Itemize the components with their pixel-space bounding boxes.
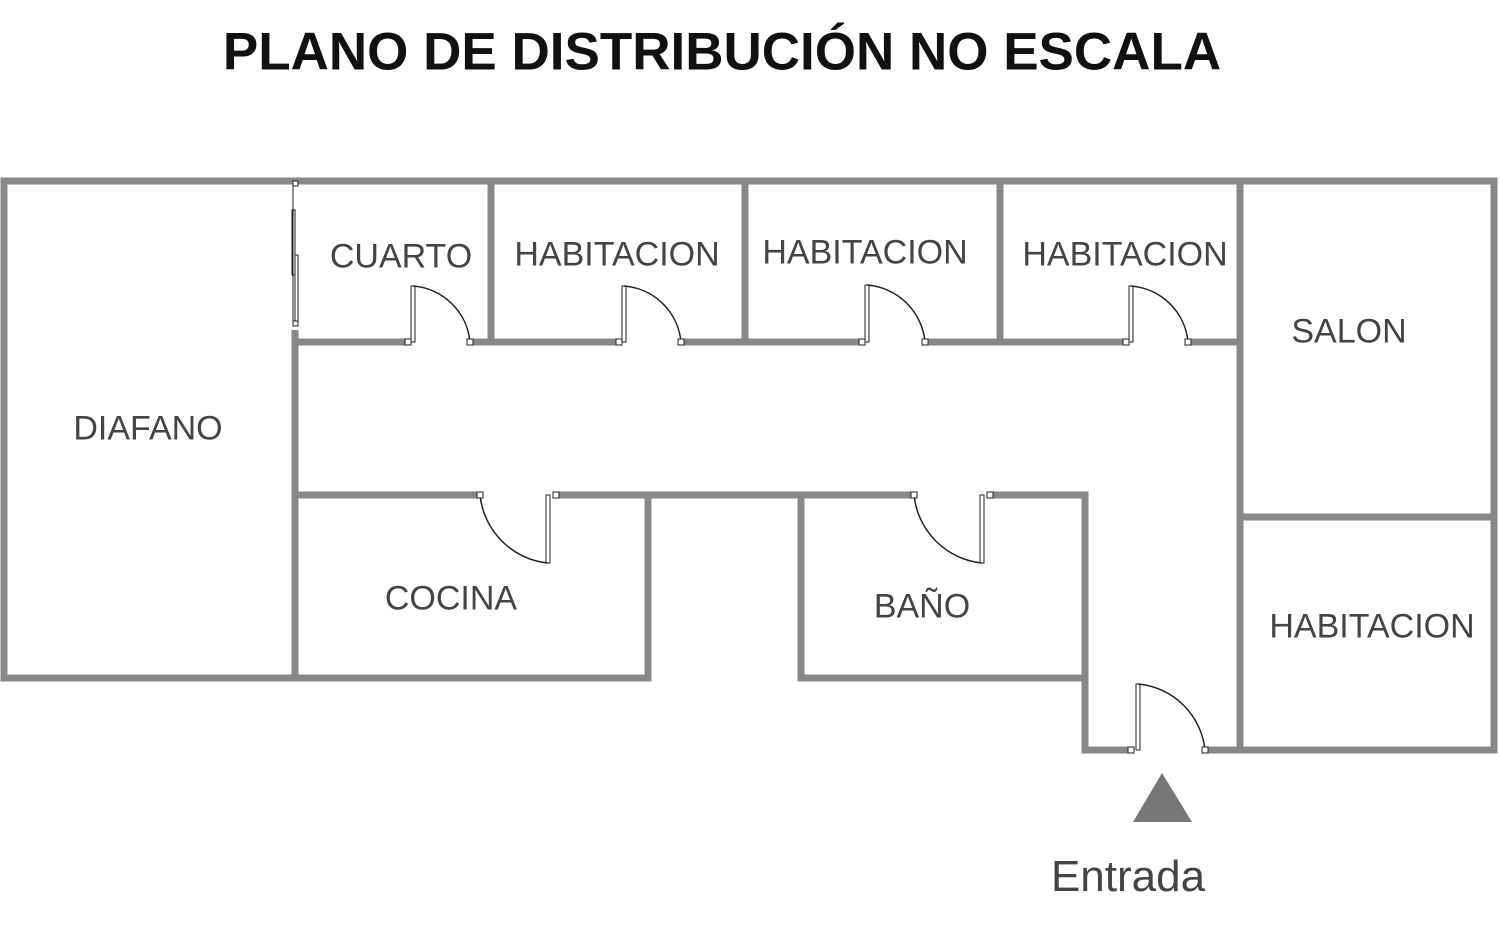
room-label-habitacion-4: HABITACION bbox=[1269, 607, 1475, 646]
room-label-habitacion-2: HABITACION bbox=[762, 233, 968, 272]
door bbox=[858, 284, 929, 346]
room-label-cuarto: CUARTO bbox=[329, 237, 473, 276]
room-label-diafano: DIAFANO bbox=[73, 409, 223, 448]
plan-title: PLANO DE DISTRIBUCIÓN NO ESCALA bbox=[222, 22, 1222, 82]
room-label-habitacion-1: HABITACION bbox=[514, 235, 720, 274]
room-label-cocina: COCINA bbox=[384, 579, 518, 618]
door bbox=[476, 491, 560, 564]
room-label-salon: SALON bbox=[1291, 312, 1407, 351]
entrance-label: Entrada bbox=[1050, 852, 1206, 901]
entrance-arrow-icon bbox=[1133, 773, 1192, 822]
door bbox=[615, 285, 685, 346]
door bbox=[1127, 683, 1209, 754]
door bbox=[404, 285, 474, 346]
room-label-habitacion-3: HABITACION bbox=[1022, 235, 1228, 274]
door bbox=[1122, 285, 1192, 346]
room-label-bano: BAÑO bbox=[873, 587, 971, 626]
window bbox=[291, 180, 299, 678]
door bbox=[910, 491, 994, 564]
walls bbox=[0, 177, 1498, 754]
doors bbox=[404, 284, 1209, 754]
